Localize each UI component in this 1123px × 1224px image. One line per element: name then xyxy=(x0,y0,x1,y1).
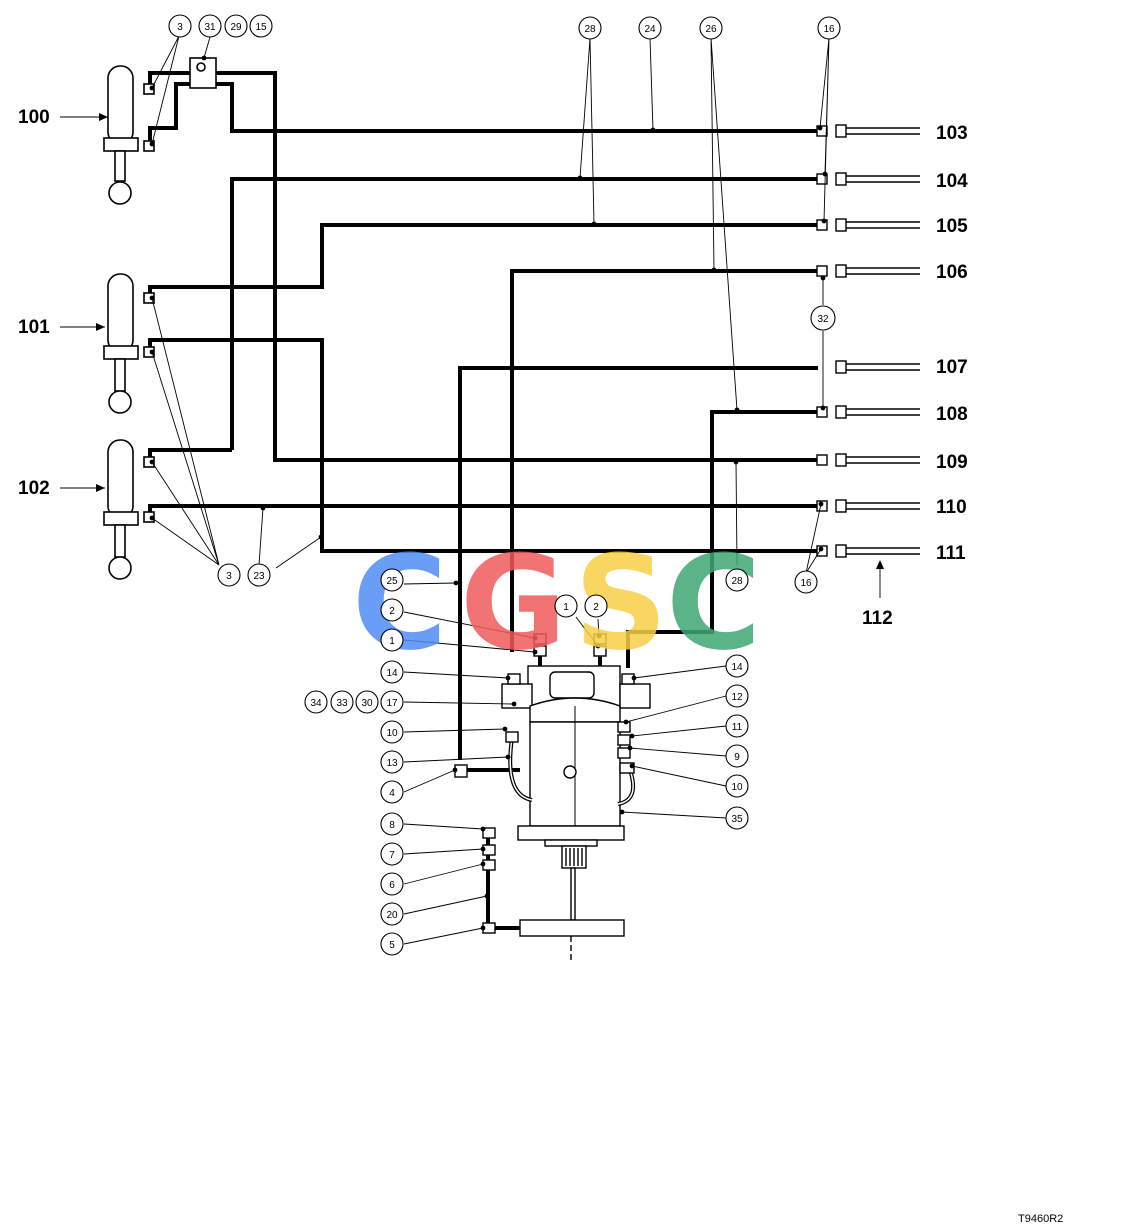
line-valve101-bottom xyxy=(148,338,818,553)
callout-14-right: 14 xyxy=(731,662,743,673)
control-valve-101 xyxy=(103,273,155,414)
pump-assembly xyxy=(454,633,651,962)
line-label-112: 112 xyxy=(862,608,893,629)
callout-3-bottom: 3 xyxy=(226,571,232,582)
line-label-109: 109 xyxy=(936,452,968,473)
callout-1-left: 1 xyxy=(389,636,395,647)
drawing-code: T9460R2 xyxy=(1018,1213,1063,1224)
line-label-110: 110 xyxy=(936,497,967,518)
watermark-letter-c2: C xyxy=(666,527,761,679)
callout-34: 34 xyxy=(310,698,322,709)
control-valves xyxy=(103,57,217,580)
line-107 xyxy=(458,366,818,760)
callout-32: 32 xyxy=(817,314,829,325)
line-valve100-top xyxy=(148,71,818,462)
arrowheads xyxy=(96,55,884,931)
pump-side-block-left xyxy=(501,683,533,709)
callout-2-left: 2 xyxy=(389,606,395,617)
line-label-108: 108 xyxy=(936,404,968,425)
line-104 xyxy=(230,177,818,450)
line-label-100: 100 xyxy=(18,107,50,128)
callout-5: 5 xyxy=(389,940,395,951)
callout-20: 20 xyxy=(386,910,398,921)
callout-16-bottom: 16 xyxy=(800,578,812,589)
callout-1-top: 1 xyxy=(563,602,569,613)
callout-17: 17 xyxy=(386,698,398,709)
callout-15: 15 xyxy=(255,22,267,33)
callout-6: 6 xyxy=(389,880,395,891)
callout-4: 4 xyxy=(389,788,395,799)
callout-24: 24 xyxy=(644,24,656,35)
line-valve100-bottom xyxy=(148,82,818,146)
callout-29: 29 xyxy=(230,22,242,33)
callout-25: 25 xyxy=(386,576,398,587)
callout-11: 11 xyxy=(732,722,743,733)
callout-30: 30 xyxy=(361,698,373,709)
callout-26: 26 xyxy=(705,24,717,35)
callout-28-bottom: 28 xyxy=(731,576,743,587)
pump-flange xyxy=(517,825,625,841)
callout-12: 12 xyxy=(731,692,743,703)
callout-13: 13 xyxy=(386,758,398,769)
line-label-105: 105 xyxy=(936,216,968,237)
leader-lines xyxy=(60,35,881,945)
callout-16-top: 16 xyxy=(823,24,835,35)
callout-33: 33 xyxy=(336,698,348,709)
callout-8: 8 xyxy=(389,820,395,831)
output-lines xyxy=(846,127,920,555)
line-label-103: 103 xyxy=(936,123,968,144)
right-fittings xyxy=(816,124,847,558)
callout-numbers: 3 31 29 15 28 24 26 16 32 3 23 28 16 25 … xyxy=(177,22,835,951)
line-label-104: 104 xyxy=(936,171,968,192)
callout-10-left: 10 xyxy=(386,728,398,739)
callout-7: 7 xyxy=(389,850,395,861)
callout-31: 31 xyxy=(204,22,216,33)
line-label-107: 107 xyxy=(936,357,968,378)
callout-3-top: 3 xyxy=(177,22,183,33)
shuttle-valve-31 xyxy=(189,57,217,89)
control-valve-102 xyxy=(103,439,155,580)
mounting-plate xyxy=(519,919,625,937)
line-labels: 100 101 102 103 104 105 106 107 108 109 … xyxy=(18,107,968,629)
line-label-111: 111 xyxy=(936,543,966,564)
pump-side-block-right xyxy=(619,683,651,709)
line-label-101: 101 xyxy=(18,317,50,338)
line-label-102: 102 xyxy=(18,478,50,499)
callout-35: 35 xyxy=(731,814,743,825)
line-label-106: 106 xyxy=(936,262,968,283)
callout-10-right: 10 xyxy=(731,782,743,793)
callout-23: 23 xyxy=(253,571,265,582)
line-valve101-top xyxy=(148,223,818,298)
hydraulic-lines xyxy=(148,71,818,930)
callout-9: 9 xyxy=(734,752,740,763)
callout-2-top: 2 xyxy=(593,602,599,613)
callout-28-top: 28 xyxy=(584,24,596,35)
callout-14-left: 14 xyxy=(386,668,398,679)
callouts xyxy=(168,14,841,956)
control-valve-100 xyxy=(103,65,155,205)
line-108 xyxy=(626,410,818,668)
watermark-letter-g: G xyxy=(460,527,567,679)
line-valve102-bottom xyxy=(148,504,818,517)
